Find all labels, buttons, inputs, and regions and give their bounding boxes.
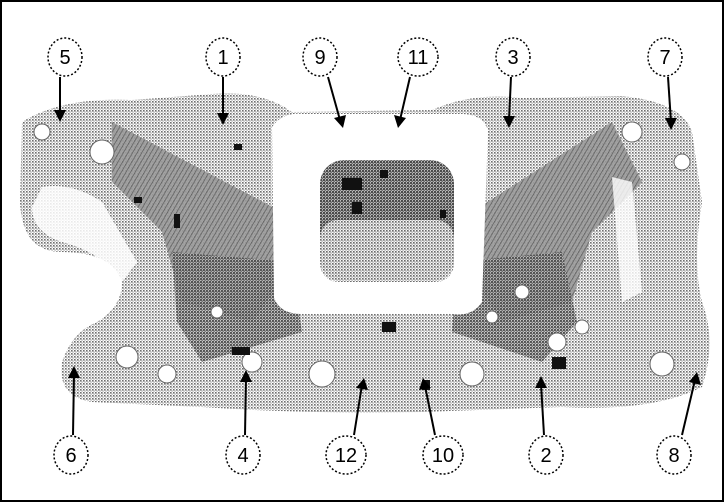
callout-label: 8	[668, 445, 679, 467]
callout-label: 6	[65, 445, 76, 467]
callout-label: 12	[335, 445, 357, 467]
callout-label: 9	[314, 47, 325, 69]
callout-label: 4	[237, 445, 248, 467]
callout-label: 10	[432, 445, 454, 467]
callout-10: 10	[419, 378, 464, 475]
callout-label: 2	[540, 445, 551, 467]
callout-8: 8	[656, 372, 701, 475]
callout-12: 12	[325, 378, 368, 475]
callout-label: 7	[659, 47, 670, 69]
callout-2: 2	[528, 376, 564, 475]
callout-11: 11	[394, 37, 439, 128]
manifold-body	[20, 93, 710, 413]
callout-5: 5	[47, 37, 83, 122]
callout-3: 3	[495, 37, 531, 128]
callout-label: 3	[507, 47, 518, 69]
callout-1: 1	[205, 37, 241, 125]
callouts-top: 5 1 9 11	[47, 37, 683, 130]
callout-7: 7	[647, 37, 683, 130]
callout-label: 11	[408, 47, 429, 69]
callout-9: 9	[302, 37, 346, 128]
callouts-bottom: 6 4 12 10	[53, 366, 701, 475]
callout-4: 4	[225, 370, 261, 475]
callout-6: 6	[53, 366, 89, 475]
callout-label: 5	[59, 47, 70, 69]
callout-label: 1	[217, 47, 228, 69]
